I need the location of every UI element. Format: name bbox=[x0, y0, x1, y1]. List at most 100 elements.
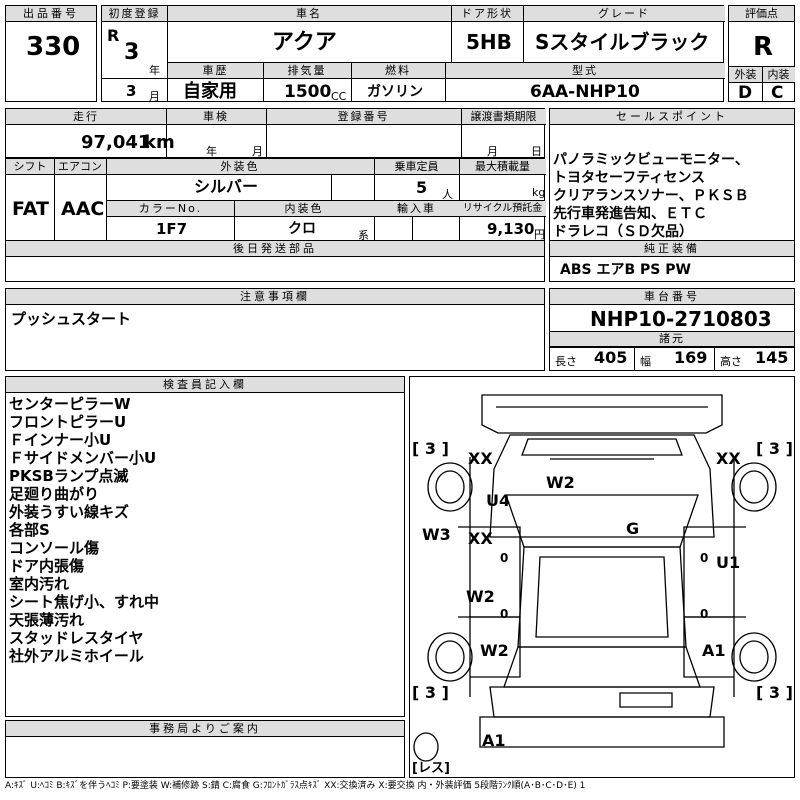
mark-w2-door: W2 bbox=[466, 587, 495, 606]
inspection-label: 車検 bbox=[166, 109, 266, 125]
fuel-label: 燃料 bbox=[351, 63, 445, 79]
first-reg-year: 3 bbox=[124, 40, 140, 65]
office-box: 事務局よりご案内 bbox=[5, 720, 405, 778]
aircon-label: エアコン bbox=[54, 159, 106, 175]
inspector-line: Ｆインナー小U bbox=[9, 431, 112, 449]
color-no-label: カラーNo. bbox=[107, 201, 234, 217]
mileage-unit: km bbox=[144, 132, 175, 153]
spec-width-value: 169 bbox=[674, 348, 708, 367]
recycle-unit: 円 bbox=[534, 228, 545, 241]
mileage-label: 走行 bbox=[6, 109, 166, 125]
spec-height-value: 145 bbox=[755, 348, 789, 367]
transfer-month-unit: 月 bbox=[487, 145, 498, 158]
tire-rr-score: [ 3 ] bbox=[756, 683, 793, 702]
mark-zero-right-2: 0 bbox=[700, 607, 709, 621]
inspector-line: 室内汚れ bbox=[9, 575, 70, 593]
car-name-label: 車名 bbox=[167, 6, 451, 22]
equipment-label: 純正装備 bbox=[550, 241, 794, 257]
mark-zero-right-1: 0 bbox=[700, 551, 709, 565]
int-color-unit: 系 bbox=[358, 229, 369, 242]
tire-fl-score: [ 3 ] bbox=[412, 439, 449, 458]
inspector-box: 検査員記入欄 センターピラーW フロントピラーU Ｆインナー小U Ｆサイドメンバ… bbox=[5, 376, 405, 717]
first-reg-label: 初度登録 bbox=[102, 6, 167, 22]
mark-xx-front-right: XX bbox=[716, 449, 741, 468]
notes-label: 注意事項欄 bbox=[6, 289, 544, 305]
grade-label: グレード bbox=[523, 6, 725, 22]
sales-line: パノラミックビューモニター、 bbox=[553, 152, 749, 168]
int-score-label: 内装 bbox=[762, 67, 795, 83]
mark-zero-left-1: 0 bbox=[500, 551, 509, 565]
sales-point-box: セールスポイント パノラミックビューモニター、 トヨタセーフティセンス クリアラ… bbox=[549, 108, 795, 256]
ext-score-label: 外装 bbox=[729, 67, 762, 83]
inspector-line: コンソール傷 bbox=[9, 539, 100, 557]
reg-no-label: 登録番号 bbox=[266, 109, 461, 125]
specs-label: 諸元 bbox=[550, 332, 794, 347]
inspector-line: スタッドレスタイヤ bbox=[9, 629, 144, 647]
car-diagram: [ 3 ] [ 3 ] [ 3 ] [ 3 ] XX XX W2 U4 W3 G… bbox=[409, 376, 795, 778]
sales-point-label: セールスポイント bbox=[550, 109, 794, 125]
sales-line: ドラレコ（ＳＤ欠品） bbox=[553, 224, 693, 240]
spare-tire-less: [レス] bbox=[412, 761, 450, 776]
legend: A:ｷｽﾞ U:ﾍｺﾐ B:ｷｽﾞを伴うﾍｺﾐ P:要塗装 W:補修跡 S:錆 … bbox=[5, 781, 586, 791]
equipment-box: 純正装備 ABS エアB PS PW bbox=[549, 240, 795, 282]
score-box: 評価点 R 外装 内装 D C bbox=[728, 5, 795, 102]
mark-w2-hood: W2 bbox=[546, 473, 575, 492]
car-name-value: アクア bbox=[272, 30, 337, 55]
spec-length-value: 405 bbox=[594, 348, 628, 367]
ext-score-value: D bbox=[738, 83, 753, 103]
ext-color-label: 外装色 bbox=[106, 159, 374, 175]
shift-value: FAT bbox=[12, 198, 49, 220]
mark-w3: W3 bbox=[422, 525, 451, 544]
later-parts-label: 後日発送部品 bbox=[6, 241, 544, 257]
int-color-value: クロ bbox=[288, 221, 316, 237]
shift-label: シフト bbox=[6, 159, 54, 175]
history-value: 自家用 bbox=[183, 81, 237, 102]
import-label: 輸入車 bbox=[374, 201, 459, 217]
car-outline bbox=[413, 394, 777, 762]
vehicle-info-grid: 初度登録 車名 ドア形状 グレード 車歴 排気量 燃料 型式 R 3 年 3 月… bbox=[101, 5, 725, 103]
mark-u4: U4 bbox=[486, 491, 511, 510]
office-label: 事務局よりご案内 bbox=[6, 721, 404, 737]
later-parts-box: 後日発送部品 bbox=[5, 240, 545, 282]
mark-zero-left-2: 0 bbox=[500, 607, 509, 621]
tire-rl-score: [ 3 ] bbox=[412, 683, 449, 702]
score-label: 評価点 bbox=[729, 6, 794, 22]
sales-point-lines: パノラミックビューモニター、 トヨタセーフティセンス クリアランスソナー、ＰＫＳ… bbox=[553, 151, 749, 241]
mark-w2-rear: W2 bbox=[480, 641, 509, 660]
model-value: 6AA-NHP10 bbox=[530, 82, 640, 102]
displacement-label: 排気量 bbox=[263, 63, 351, 79]
inspector-label: 検査員記入欄 bbox=[6, 377, 404, 393]
mileage-value: 97,041 bbox=[81, 132, 151, 153]
inspector-line: ドア内張傷 bbox=[9, 557, 85, 575]
mark-a1-rear: A1 bbox=[702, 641, 726, 660]
fuel-value: ガソリン bbox=[367, 84, 423, 100]
spec-height-label: 高さ bbox=[720, 355, 742, 368]
mark-xx-front-left: XX bbox=[468, 449, 493, 468]
displacement-value: 1500 bbox=[284, 82, 332, 102]
inspector-line: 天張薄汚れ bbox=[9, 611, 85, 629]
score-value: R bbox=[753, 32, 774, 62]
aircon-value: AAC bbox=[61, 198, 105, 220]
max-load-unit: kg bbox=[532, 186, 546, 199]
mark-u1: U1 bbox=[716, 553, 741, 572]
inspector-line: 足廻り曲がり bbox=[9, 485, 100, 503]
inspector-line: PKSBランプ点滅 bbox=[9, 467, 129, 485]
notes-box: 注意事項欄 プッシュスタート bbox=[5, 288, 545, 371]
displacement-unit: CC bbox=[331, 90, 347, 103]
transfer-label: 譲渡書類期限 bbox=[461, 109, 546, 125]
sales-line: トヨタセーフティセンス bbox=[553, 170, 706, 186]
first-reg-month: 3 bbox=[126, 82, 137, 100]
inspection-year-unit: 年 bbox=[206, 145, 217, 158]
inspection-month-unit: 月 bbox=[252, 145, 263, 158]
max-load-label: 最大積載量 bbox=[459, 159, 546, 175]
spec-length-label: 長さ bbox=[555, 355, 577, 368]
grade-value: Sスタイルブラック bbox=[535, 30, 710, 54]
int-score-value: C bbox=[771, 83, 784, 103]
inspector-line: センターピラーW bbox=[9, 395, 131, 413]
int-color-label: 内装色 bbox=[234, 201, 374, 217]
color-grid: シフト エアコン 外装色 乗車定員 最大積載量 カラーNo. 内装色 輸入車 リ… bbox=[5, 158, 546, 242]
tire-fr-score: [ 3 ] bbox=[756, 439, 793, 458]
inspector-line: 外装うすい線キズ bbox=[9, 503, 130, 521]
sales-line: クリアランスソナー、ＰＫＳＢ bbox=[553, 188, 749, 204]
first-reg-month-unit: 月 bbox=[149, 90, 160, 103]
